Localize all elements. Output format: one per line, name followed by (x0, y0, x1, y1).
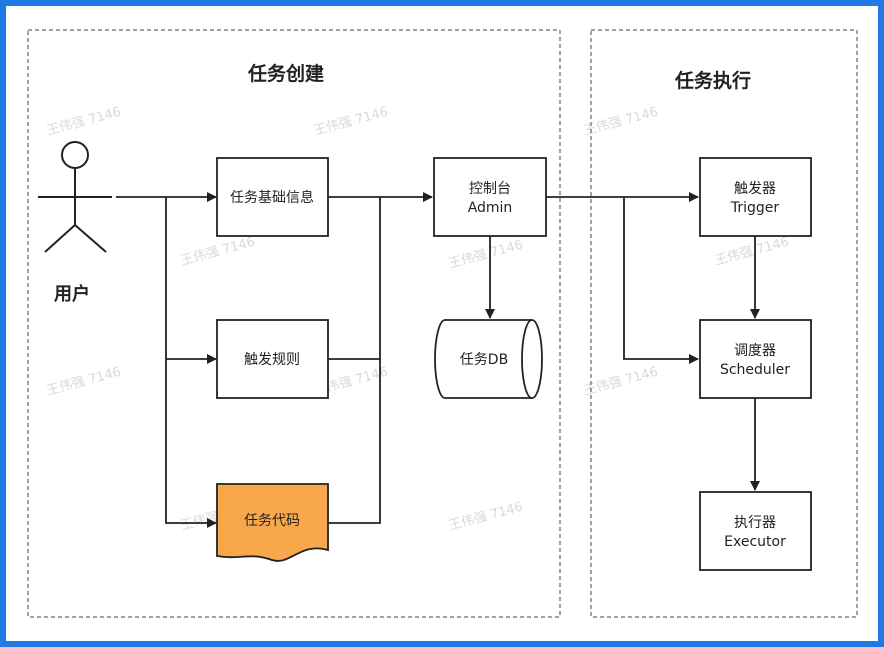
task-creation-group (27, 29, 561, 618)
task-db-cylinder (434, 319, 543, 399)
trigger-box (699, 157, 812, 237)
actor-head (61, 141, 89, 169)
trigger-label-line2: Trigger (730, 200, 780, 216)
watermarks: 王伟强 7146 王伟强 7146 王伟强 7146 王伟强 7146 王伟强 … (45, 105, 791, 534)
diagram-canvas: 王伟强 7146 王伟强 7146 王伟强 7146 王伟强 7146 王伟强 … (6, 6, 878, 641)
watermark-text: 王伟强 7146 (179, 235, 257, 269)
trigger-rule-box (216, 319, 329, 399)
line-task-code-merge (328, 359, 381, 524)
scheduler-label-line2: Scheduler (720, 362, 790, 378)
actor-right-leg (74, 224, 107, 253)
actor-left-leg (44, 224, 76, 253)
line-trigger-rule-merge (328, 197, 381, 360)
basic-info-label: 任务基础信息 (230, 189, 314, 206)
console-label-line2: Admin (468, 200, 513, 216)
executor-box (699, 491, 812, 571)
task-code-label: 任务代码 (244, 513, 300, 529)
trigger-rule-label: 触发规则 (244, 352, 300, 368)
watermark-text: 王伟强 7146 (582, 105, 660, 139)
footer-credit: @稀土掘金技术社区 (727, 623, 872, 642)
watermark-text: 王伟强 7146 (312, 105, 390, 139)
task-execution-title: 任务执行 (674, 69, 751, 92)
watermark-text: 王伟强 7146 (582, 365, 660, 399)
scheduler-box (699, 319, 812, 399)
arrow-console-scheduler (623, 197, 699, 364)
task-code-document (216, 483, 329, 562)
executor-label-line2: Executor (724, 534, 786, 550)
task-db-label: 任务DB (460, 352, 508, 368)
watermark-text: 王伟强 7146 (447, 238, 525, 272)
task-execution-group (590, 29, 858, 618)
console-label-line1: 控制台 (469, 181, 511, 197)
console-admin-box (433, 157, 547, 237)
user-actor (38, 141, 112, 253)
watermark-text: 王伟强 7146 (45, 105, 123, 139)
executor-label-line1: 执行器 (734, 515, 776, 531)
trigger-label-line1: 触发器 (734, 181, 776, 197)
diagram-svg: 王伟强 7146 王伟强 7146 王伟强 7146 王伟强 7146 王伟强 … (27, 29, 858, 618)
connectors (116, 192, 760, 528)
watermark-text: 王伟强 7146 (447, 500, 525, 534)
scheduler-label-line1: 调度器 (734, 343, 776, 359)
watermark-text: 王伟强 7146 (713, 235, 791, 269)
arrow-user-task-code (165, 197, 217, 528)
task-creation-title: 任务创建 (247, 62, 324, 85)
actor-label: 用户 (54, 283, 90, 305)
watermark-text: 王伟强 7146 (45, 365, 123, 399)
basic-info-box (216, 157, 329, 237)
